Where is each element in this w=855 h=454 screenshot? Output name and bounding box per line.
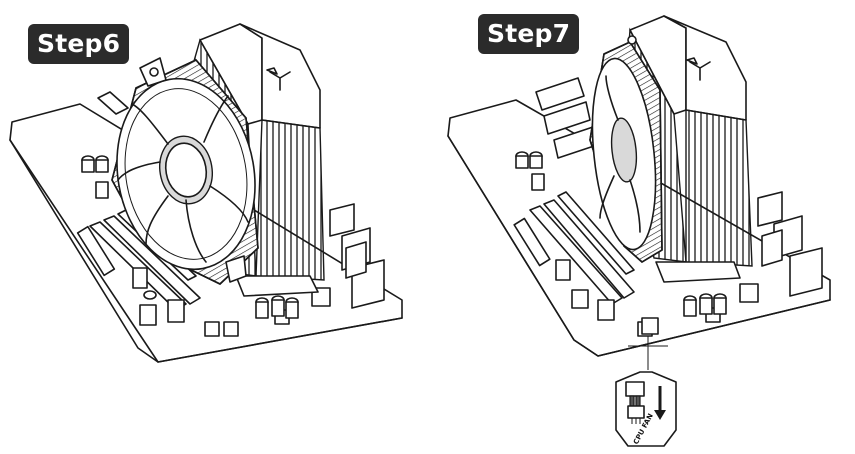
step7-panel: Step7 CPU FAN bbox=[428, 0, 855, 454]
down-arrow-icon bbox=[654, 386, 666, 420]
step6-illustration bbox=[9, 23, 403, 363]
motherboard-icon bbox=[447, 77, 831, 357]
step6-panel: Step6 bbox=[9, 23, 403, 363]
step7-label: Step7 bbox=[478, 14, 580, 54]
step6-label: Step6 bbox=[28, 24, 130, 64]
step7-illustration bbox=[447, 15, 831, 447]
fan-icon bbox=[111, 57, 259, 285]
fan-icon bbox=[589, 35, 663, 263]
